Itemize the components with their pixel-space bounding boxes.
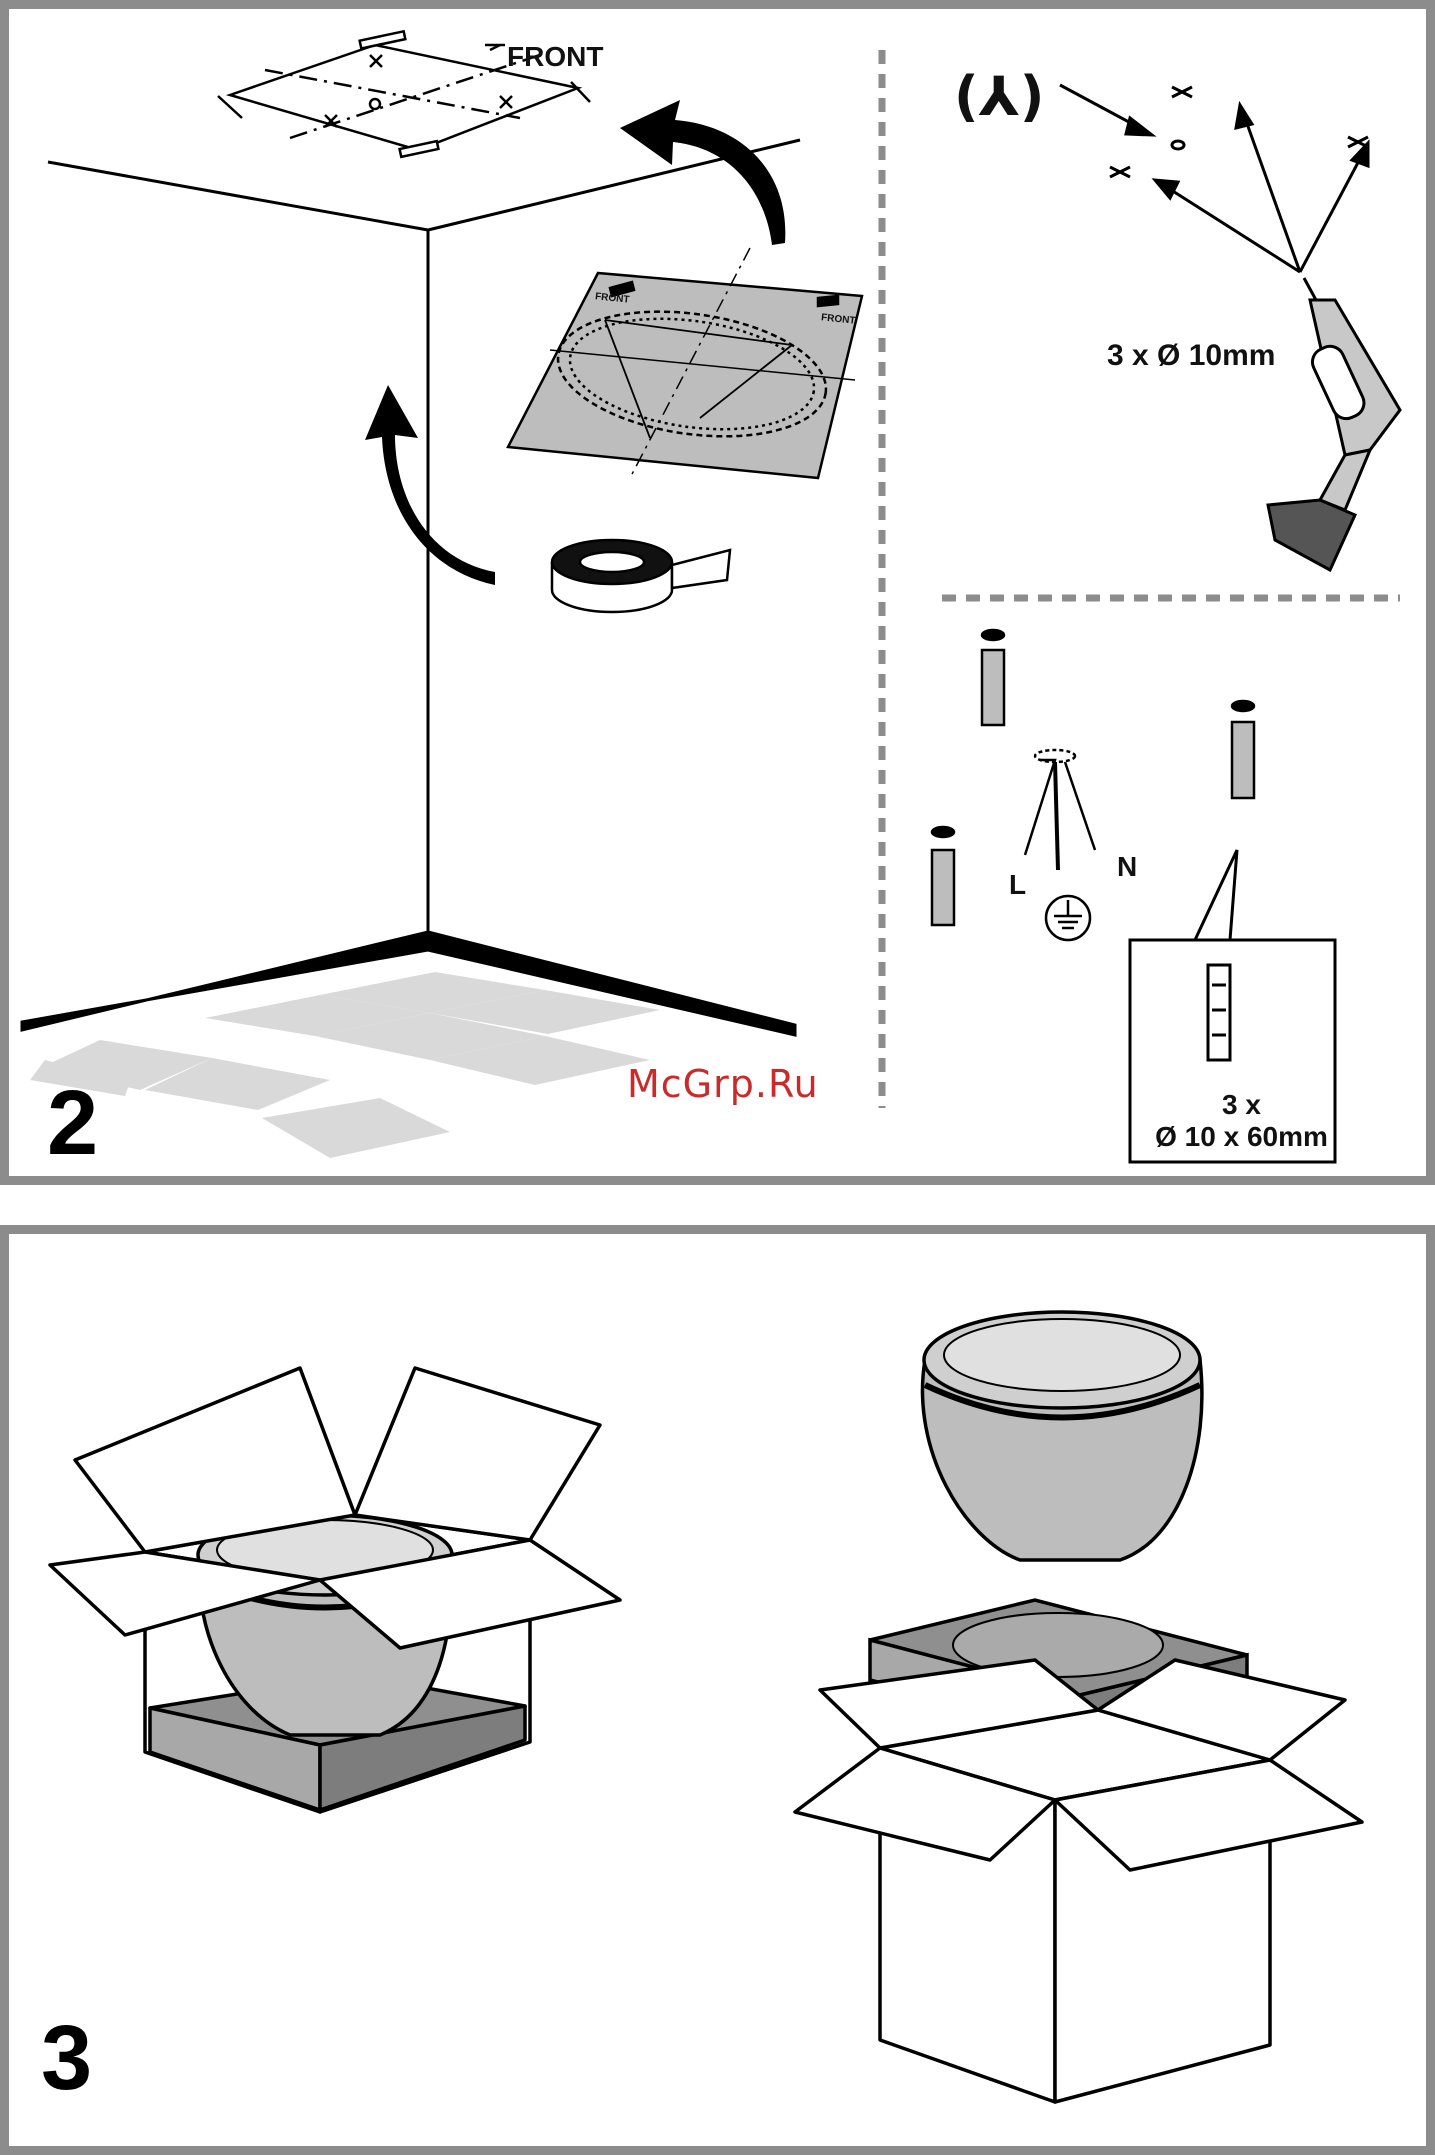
ceiling-front-label: FRONT	[507, 41, 603, 73]
wall-plugs-and-wires	[932, 630, 1254, 940]
box-with-hood-inside	[50, 1368, 620, 1812]
insulating-tape-roll	[552, 540, 730, 612]
drill-icon	[1268, 278, 1400, 570]
wire-live-label: L	[1009, 869, 1026, 901]
step-number-2: 2	[47, 1077, 98, 1169]
drilling-pattern-diagram	[1060, 85, 1368, 272]
drill-spec-label: 3 x Ø 10mm	[1107, 339, 1275, 373]
step-3-illustration	[9, 1234, 1426, 2146]
step-number-3: 3	[41, 2012, 92, 2104]
paper-template-sheet	[508, 248, 862, 478]
empty-open-box	[795, 1660, 1362, 2102]
step-2-panel: FRONT FRONT FRONT (⅄) 3 x Ø 10mm L N 3 x…	[0, 0, 1435, 1185]
floor-tiles	[30, 972, 660, 1158]
wire-neutral-label: N	[1117, 851, 1137, 883]
dowel-spec-label: Ø 10 x 60mm	[1139, 1121, 1344, 1153]
dowel-quantity-label: 3 x	[1139, 1089, 1344, 1121]
step-3-panel: 3	[0, 1225, 1435, 2155]
hood-unpacked	[922, 1312, 1201, 1560]
step-2-illustration	[9, 9, 1426, 1176]
screw-symbol: (⅄)	[954, 65, 1044, 128]
watermark: McGrp.Ru	[627, 1062, 819, 1106]
